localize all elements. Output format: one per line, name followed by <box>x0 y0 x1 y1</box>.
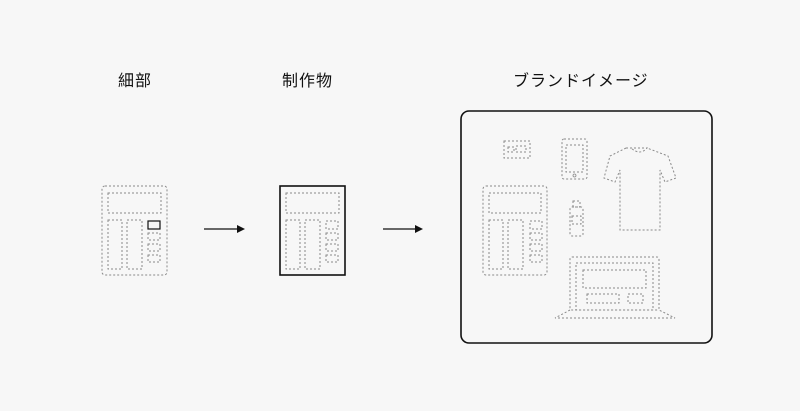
stage-label-brand: ブランドイメージ <box>513 71 649 90</box>
laptop-icon <box>554 256 676 319</box>
calculator-work-icon <box>279 185 346 276</box>
business-card-icon <box>503 140 531 159</box>
arrow-right-icon <box>383 225 423 233</box>
tshirt-icon <box>603 147 677 231</box>
brand-image-frame <box>460 110 713 344</box>
highlighted-key <box>147 220 161 230</box>
stage-label-detail: 細部 <box>118 71 153 90</box>
arrow-right-icon <box>204 225 245 233</box>
calculator-detail-icon <box>101 185 168 276</box>
calculator-brand-icon <box>482 185 548 276</box>
smartphone-icon <box>561 138 588 180</box>
stage-label-work: 制作物 <box>282 71 334 90</box>
bottle-icon <box>569 200 584 237</box>
